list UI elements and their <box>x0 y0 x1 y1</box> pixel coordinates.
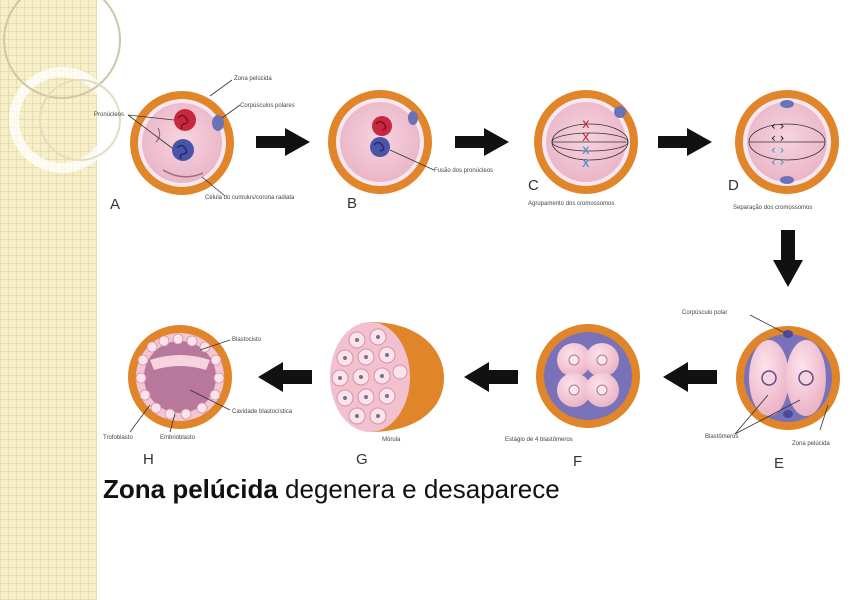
stage-d-cell: ‹ › ‹ › ‹ › ‹ › <box>735 90 839 194</box>
svg-text:x: x <box>582 117 590 132</box>
label-morula-g: Mórula <box>382 437 401 443</box>
stage-h-blastocyst <box>128 325 232 429</box>
label-zona-pelucida-a: Zona pelúcida <box>234 76 272 82</box>
stage-letter-c: C <box>528 177 539 194</box>
label-polar-bodies-a: Corpúsculos polares <box>240 103 295 109</box>
label-four-blastomeres-f: Estágio de 4 blastômeros <box>505 437 573 443</box>
stage-letter-d: D <box>728 177 739 194</box>
svg-text:x: x <box>582 156 590 171</box>
label-trophoblast-h: Trofoblasto <box>103 435 133 441</box>
svg-text:‹ ›: ‹ › <box>771 131 784 145</box>
male-pronucleus <box>172 139 194 161</box>
label-corona-cells-a: Célula do cumulus/corona radiata <box>205 195 295 201</box>
arrow-f-g <box>464 362 518 392</box>
label-zona-pelucida-e: Zona pelúcida <box>792 441 830 447</box>
arrow-d-e <box>773 230 803 287</box>
label-polar-body-e: Corpúsculo polar <box>682 310 727 316</box>
arrow-a-b <box>256 128 310 156</box>
polar-bodies <box>212 115 224 131</box>
caption-rest: degenera e desaparece <box>277 474 560 504</box>
label-pronuclei-fusion-b: Fusão dos pronúcleos <box>434 168 493 174</box>
svg-text:‹ ›: ‹ › <box>771 155 784 169</box>
stage-letter-a: A <box>110 196 120 213</box>
label-embryoblast-h: Embrioblasto <box>160 435 196 441</box>
label-blastocyst-h: Blastocisto <box>232 337 262 343</box>
label-chromosome-grouping-c: Agrupamento dos cromossomos <box>528 201 614 207</box>
svg-text:x: x <box>582 130 590 145</box>
stage-e-cell <box>736 326 840 430</box>
stage-letter-f: F <box>573 453 582 470</box>
stage-b-cell <box>328 90 432 194</box>
caption-bold: Zona pelúcida <box>103 474 278 504</box>
stage-f-cell <box>536 324 640 428</box>
stage-letter-b: B <box>347 195 357 212</box>
stage-letter-e: E <box>774 455 784 472</box>
arrow-c-d <box>658 128 712 156</box>
decorative-rings <box>3 0 121 173</box>
label-blastomeres-e: Blastômeros <box>705 434 738 440</box>
label-pronuclei-a: Pronúcleos <box>94 112 124 118</box>
arrow-e-f <box>663 362 717 392</box>
svg-text:‹ ›: ‹ › <box>771 143 784 157</box>
svg-text:x: x <box>582 143 590 158</box>
arrow-b-c <box>455 128 509 156</box>
stage-a-cell <box>130 91 234 195</box>
stage-c-cell: x x x x <box>534 90 638 194</box>
label-blastocyst-cavity-h: Cavidade blastocística <box>232 409 293 415</box>
stage-letter-h: H <box>143 451 154 468</box>
female-pronucleus <box>174 109 196 131</box>
stage-letter-g: G <box>356 451 368 468</box>
caption: Zona pelúcida degenera e desaparece <box>103 474 560 505</box>
label-chromosome-separation-d: Separação dos cromossomos <box>733 205 812 211</box>
stage-g-morula <box>330 322 444 432</box>
arrow-g-h <box>258 362 312 392</box>
svg-text:‹ ›: ‹ › <box>771 119 784 133</box>
